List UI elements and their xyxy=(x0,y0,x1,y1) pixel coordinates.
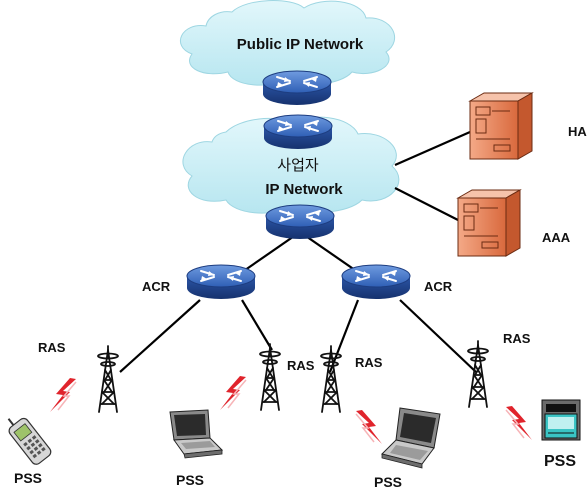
aaa-label: AAA xyxy=(542,230,571,245)
operator-network-label-line2: IP Network xyxy=(265,181,343,198)
ras-tower-2 xyxy=(259,343,281,411)
pss-label-1: PSS xyxy=(14,470,42,486)
core-router xyxy=(265,204,335,240)
ha-label: HA xyxy=(568,124,587,139)
pss-laptop-2 xyxy=(381,407,441,469)
ras-label-3: RAS xyxy=(355,355,383,370)
pss-terminal xyxy=(541,399,581,441)
ras-tower-3 xyxy=(320,345,342,413)
operator-ip-network-cloud: 사업자 IP Network xyxy=(182,116,400,214)
operator-network-router xyxy=(263,114,333,150)
ha-server xyxy=(469,92,533,160)
acr-right-label: ACR xyxy=(424,279,453,294)
operator-network-label-line1: 사업자 xyxy=(277,157,319,174)
ras-tower-4 xyxy=(467,340,489,408)
public-network-router xyxy=(262,70,332,106)
link-acr-left-to-ras-2 xyxy=(241,299,273,351)
link-network-to-aaa xyxy=(394,187,459,221)
public-ip-network-label: Public IP Network xyxy=(237,36,364,53)
pss-label-2: PSS xyxy=(176,472,204,488)
ras-label-1: RAS xyxy=(38,340,66,355)
pss-mobile-phone xyxy=(7,417,52,465)
pss-label-3: PSS xyxy=(374,474,402,490)
link-acr-right-to-ras-3 xyxy=(328,299,360,373)
link-acr-left-to-ras-1 xyxy=(119,299,201,373)
aaa-server xyxy=(457,189,521,257)
acr-left-label: ACR xyxy=(142,279,171,294)
pss-label-4: PSS xyxy=(544,453,576,470)
wireless-signal-2 xyxy=(219,375,247,411)
link-network-to-ha xyxy=(394,130,471,167)
ras-label-4: RAS xyxy=(503,331,531,346)
pss-laptop-1 xyxy=(169,409,224,459)
acr-right-router xyxy=(341,264,411,300)
ras-label-2: RAS xyxy=(287,358,315,373)
wireless-signal-4 xyxy=(505,405,533,441)
wireless-signal-1 xyxy=(49,377,77,413)
ras-tower-1 xyxy=(97,345,119,413)
acr-left-router xyxy=(186,264,256,300)
wireless-signal-3 xyxy=(355,409,383,445)
link-acr-right-to-ras-4 xyxy=(399,299,477,373)
